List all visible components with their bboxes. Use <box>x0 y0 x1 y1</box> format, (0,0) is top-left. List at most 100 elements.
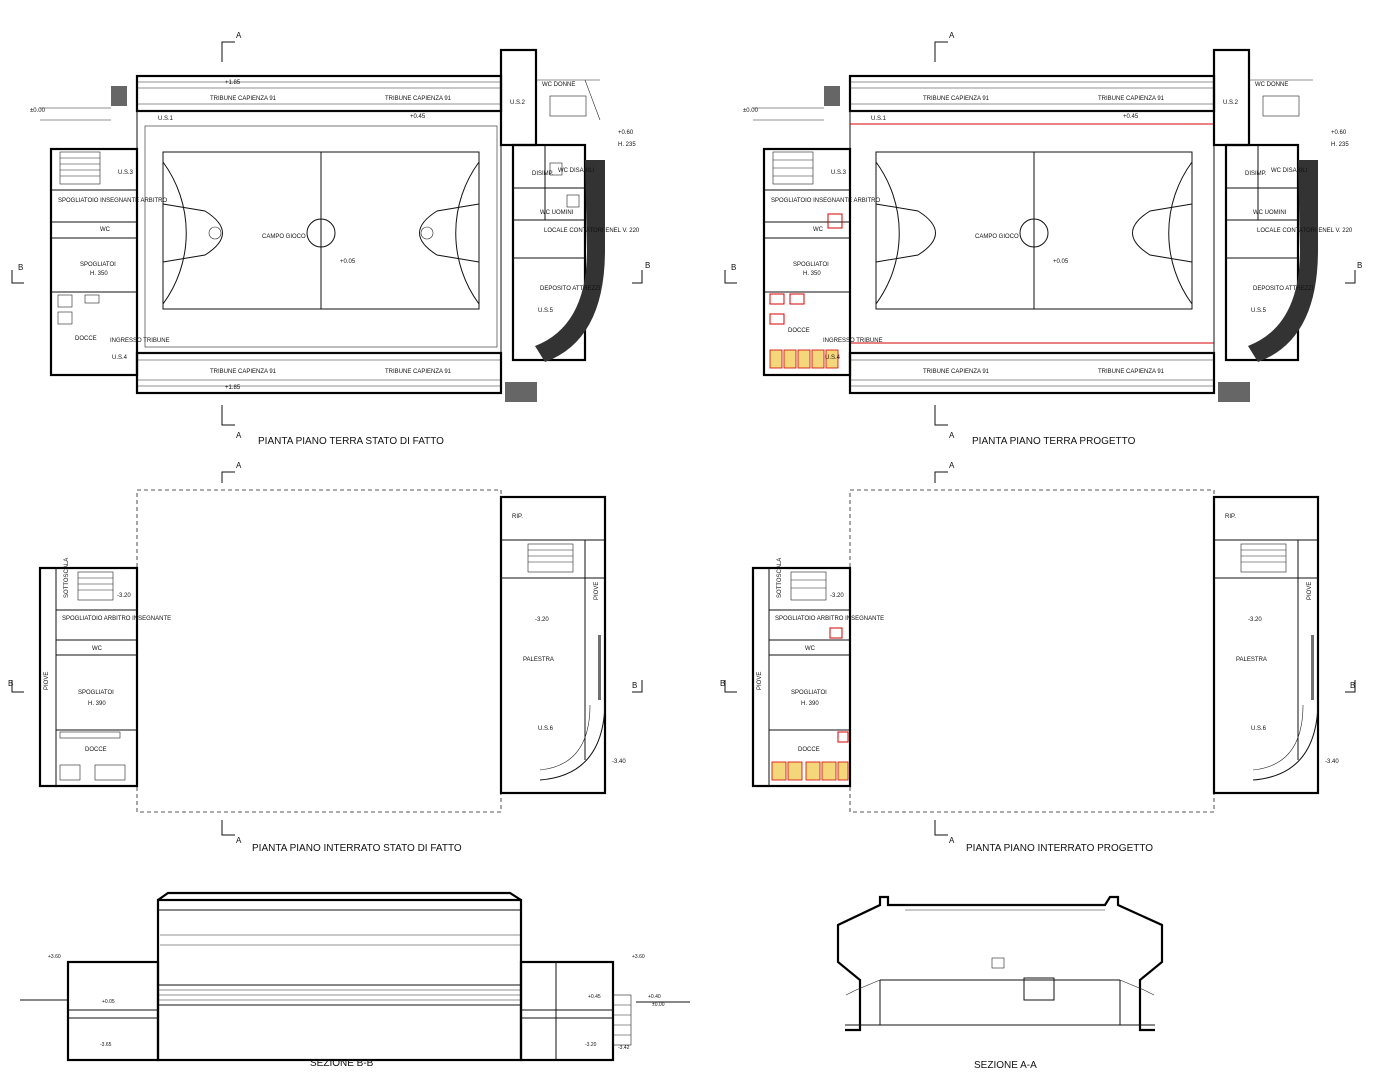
label-locale-contatori: LOCALE CONTATORI ENEL V. 220 <box>1257 228 1353 234</box>
section-mark-a: A <box>949 31 955 40</box>
section-mark-b: B <box>8 679 13 688</box>
section-mark-b: B <box>645 261 650 270</box>
section-mark-a: A <box>236 31 242 40</box>
plan-basement-existing <box>11 471 643 836</box>
label-spogliatoio-insegnante: SPOGLIATOIO INSEGNANTE ARBITRO <box>58 198 167 204</box>
label-piove: PIOVE <box>757 672 763 690</box>
label-tribune: TRIBUNE CAPIENZA 91 <box>385 96 452 102</box>
level-mark: -3.20 <box>117 593 131 599</box>
section-mark-b: B <box>18 263 23 272</box>
plan-basement-project <box>724 471 1356 836</box>
label-disimp: DISIMP. <box>532 171 554 177</box>
plan-ground-floor-existing <box>11 41 643 426</box>
label-tribune: TRIBUNE CAPIENZA 91 <box>1098 369 1165 375</box>
level-mark: +0.05 <box>340 259 356 265</box>
labels-basement-project: RIP. PALESTRA PIOVE PIOVE SPOGLIATOIO AR… <box>757 514 1339 765</box>
level-mark: +0.45 <box>410 114 426 120</box>
label-wc-disabili: WC DISABILI <box>1271 168 1308 174</box>
level-mark: +1.85 <box>225 80 241 86</box>
level-mark: +0.45 <box>588 994 601 1000</box>
label-disimp: DISIMP. <box>1245 171 1267 177</box>
label-tribune: TRIBUNE CAPIENZA 91 <box>923 369 990 375</box>
label-tribune: TRIBUNE CAPIENZA 91 <box>210 96 277 102</box>
label-piove: PIOVE <box>1307 582 1313 600</box>
section-markers: A A B B A A B B A A B B A A B B <box>8 31 1362 845</box>
section-mark-b: B <box>632 681 637 690</box>
section-mark-a: A <box>949 461 955 470</box>
level-mark: +3.60 <box>48 954 61 960</box>
label-palestra: PALESTRA <box>1236 657 1267 663</box>
level-mark: +0.45 <box>1123 114 1139 120</box>
label-tribune: TRIBUNE CAPIENZA 91 <box>210 369 277 375</box>
level-mark: +0.40 <box>648 994 661 1000</box>
label-docce: DOCCE <box>85 747 107 753</box>
label-ingresso-tribune: INGRESSO TRIBUNE <box>823 338 883 344</box>
section-mark-a: A <box>236 461 242 470</box>
section-mark-a: A <box>949 431 955 440</box>
label-spogliatoi: SPOGLIATOI <box>791 690 827 696</box>
label-exit: U.S.2 <box>1223 100 1239 106</box>
label-exit: U.S.4 <box>112 355 128 361</box>
title-section-aa: SEZIONE A-A <box>974 1060 1037 1071</box>
title-ground-floor-project: PIANTA PIANO TERRA PROGETTO <box>972 436 1136 447</box>
label-h350: H. 350 <box>90 271 108 277</box>
level-mark: -3.40 <box>612 759 626 765</box>
label-exit: U.S.6 <box>538 726 554 732</box>
label-deposito: DEPOSITO ATTREZZI <box>540 286 601 292</box>
level-mark: ±0.00 <box>743 108 759 114</box>
label-sottoscala: SOTTOSCALA <box>64 558 70 598</box>
level-mark: -3.20 <box>535 617 549 623</box>
section-mark-b: B <box>731 263 736 272</box>
level-mark: ±0.00 <box>30 108 46 114</box>
label-deposito: DEPOSITO ATTREZZI <box>1253 286 1314 292</box>
label-exit: U.S.1 <box>158 116 174 122</box>
label-wc-donne: WC DONNE <box>542 82 575 88</box>
title-ground-floor-existing: PIANTA PIANO TERRA STATO DI FATTO <box>258 436 444 447</box>
level-mark: +0.60 <box>618 130 634 136</box>
label-campo-gioco: CAMPO GIOCO <box>975 234 1019 240</box>
label-h390: H. 390 <box>88 701 106 707</box>
level-mark: H. 235 <box>618 142 636 148</box>
label-docce: DOCCE <box>75 336 97 342</box>
label-spogliatoio-arbitro: SPOGLIATOIO ARBITRO INSEGNANTE <box>62 616 171 622</box>
label-exit: U.S.4 <box>825 355 841 361</box>
level-mark: +0.60 <box>1331 130 1347 136</box>
label-spogliatoi: SPOGLIATOI <box>78 690 114 696</box>
label-exit: U.S.2 <box>510 100 526 106</box>
label-wc: WC <box>805 646 816 652</box>
label-exit: U.S.1 <box>871 116 887 122</box>
label-tribune: TRIBUNE CAPIENZA 91 <box>923 96 990 102</box>
section-b-b <box>20 891 690 1062</box>
label-exit: U.S.3 <box>118 170 134 176</box>
label-wc-uomini: WC UOMINI <box>540 210 574 216</box>
label-ingresso-tribune: INGRESSO TRIBUNE <box>110 338 170 344</box>
level-mark: -3.65 <box>100 1042 112 1048</box>
plan-ground-floor-project <box>724 41 1356 426</box>
label-palestra: PALESTRA <box>523 657 554 663</box>
label-exit: U.S.6 <box>1251 726 1267 732</box>
labels-ground-floor-existing: TRIBUNE CAPIENZA 91 TRIBUNE CAPIENZA 91 … <box>30 80 640 391</box>
label-campo-gioco: CAMPO GIOCO <box>262 234 306 240</box>
level-mark: -3.40 <box>1325 759 1339 765</box>
section-mark-a: A <box>949 836 955 845</box>
section-mark-a: A <box>236 836 242 845</box>
drawing-titles: PIANTA PIANO TERRA STATO DI FATTO PIANTA… <box>252 436 1153 1071</box>
title-section-bb: SEZIONE B-B <box>310 1058 374 1069</box>
level-mark: +3.60 <box>632 954 645 960</box>
label-tribune: TRIBUNE CAPIENZA 91 <box>385 369 452 375</box>
title-basement-existing: PIANTA PIANO INTERRATO STATO DI FATTO <box>252 843 462 854</box>
label-h390: H. 390 <box>801 701 819 707</box>
label-spogliatoio-insegnante: SPOGLIATOIO INSEGNANTE ARBITRO <box>771 198 880 204</box>
level-mark: +0.05 <box>1053 259 1069 265</box>
label-wc-uomini: WC UOMINI <box>1253 210 1287 216</box>
label-h350: H. 350 <box>803 271 821 277</box>
labels-ground-floor-project: TRIBUNE CAPIENZA 91 TRIBUNE CAPIENZA 91 … <box>743 82 1353 375</box>
label-sottoscala: SOTTOSCALA <box>777 558 783 598</box>
level-mark: -3.42 <box>618 1045 630 1051</box>
label-piove: PIOVE <box>44 672 50 690</box>
label-tribune: TRIBUNE CAPIENZA 91 <box>1098 96 1165 102</box>
level-mark: ±0.00 <box>652 1002 665 1008</box>
label-wc: WC <box>100 227 111 233</box>
section-a-a <box>836 895 1164 1032</box>
